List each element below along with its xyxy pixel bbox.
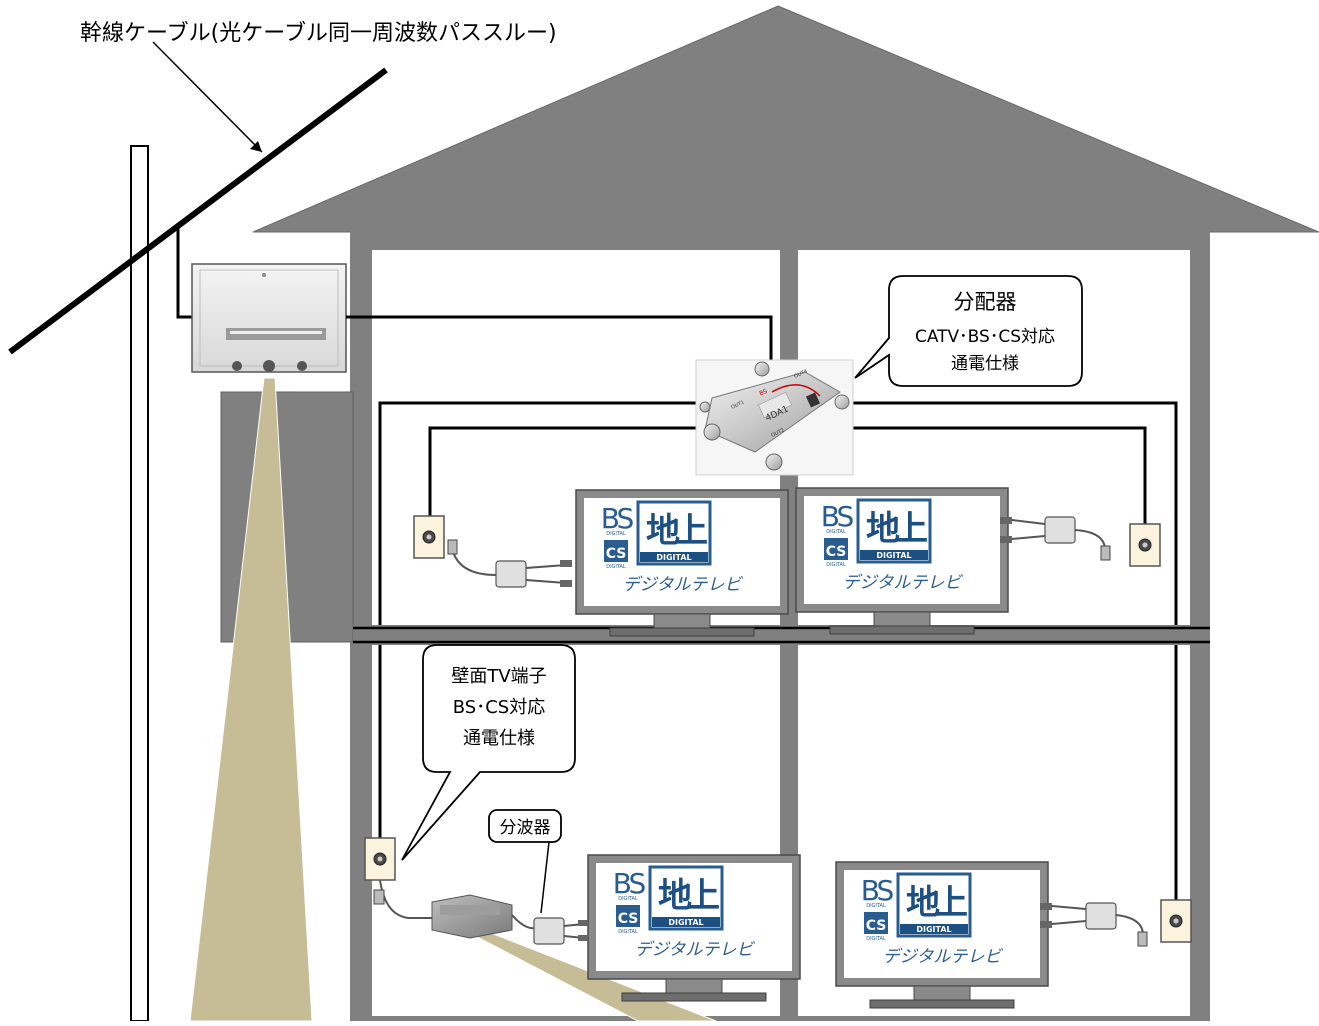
splitter-device: 4DA1 BS OUT1 OUT2 OUT4: [695, 359, 854, 476]
splitter-callout: 分配器 CATV･BS･CS対応 通電仕様: [854, 275, 1083, 387]
tv-lower-right: [834, 860, 1050, 1010]
floor-slab: [353, 625, 1210, 645]
tv-lower-left: [586, 853, 802, 1003]
booster-lower-left: [373, 879, 588, 945]
wall-outlet-upper-right: [1129, 523, 1161, 567]
splitter-title: 分配器: [954, 290, 1017, 314]
svg-text:OUT4: OUT4: [793, 369, 808, 380]
diplexer-callout: 分波器: [488, 809, 562, 914]
wall-outlet-title: 壁面TV端子: [451, 666, 546, 687]
trunk-cable-label: 幹線ケーブル(光ケーブル同一周波数パススルー): [80, 21, 557, 46]
svg-text:OUT2: OUT2: [770, 428, 785, 439]
drop-cable: [176, 227, 197, 319]
cable-upper-left-outlet: [428, 426, 700, 516]
diplexer-lower-right: [1040, 902, 1148, 947]
diplexer-upper-right: [1000, 516, 1111, 561]
splitter-spec: CATV･BS･CS対応: [915, 327, 1055, 347]
splitter-power-spec: 通電仕様: [951, 354, 1019, 374]
trunk-cable: [8, 67, 388, 355]
trunk-cable-pointer: [152, 41, 263, 153]
svg-text:BS: BS: [758, 388, 768, 398]
svg-text:OUT1: OUT1: [730, 400, 745, 411]
wall-outlet-upper-left: [413, 515, 445, 559]
diplexer-upper-left: [447, 539, 572, 588]
wall-outlet-lower-right: [1160, 899, 1192, 943]
tv-upper-right: [794, 486, 1010, 636]
wall-outlet-lower-left: [364, 837, 396, 881]
wall-outlet-spec: BS･CS対応: [453, 697, 545, 718]
utility-pole: [130, 145, 149, 1022]
amplifier-box: [191, 263, 347, 373]
cable-upper-right-outlet: [850, 426, 1147, 524]
wall-outlet-callout: 壁面TV端子 BS･CS対応 通電仕様: [401, 644, 576, 861]
wall-outlet-power-spec: 通電仕様: [463, 728, 535, 749]
tv-upper-left: [574, 488, 790, 638]
cable-to-splitter: [346, 315, 773, 360]
diplexer-label: 分波器: [500, 818, 551, 838]
